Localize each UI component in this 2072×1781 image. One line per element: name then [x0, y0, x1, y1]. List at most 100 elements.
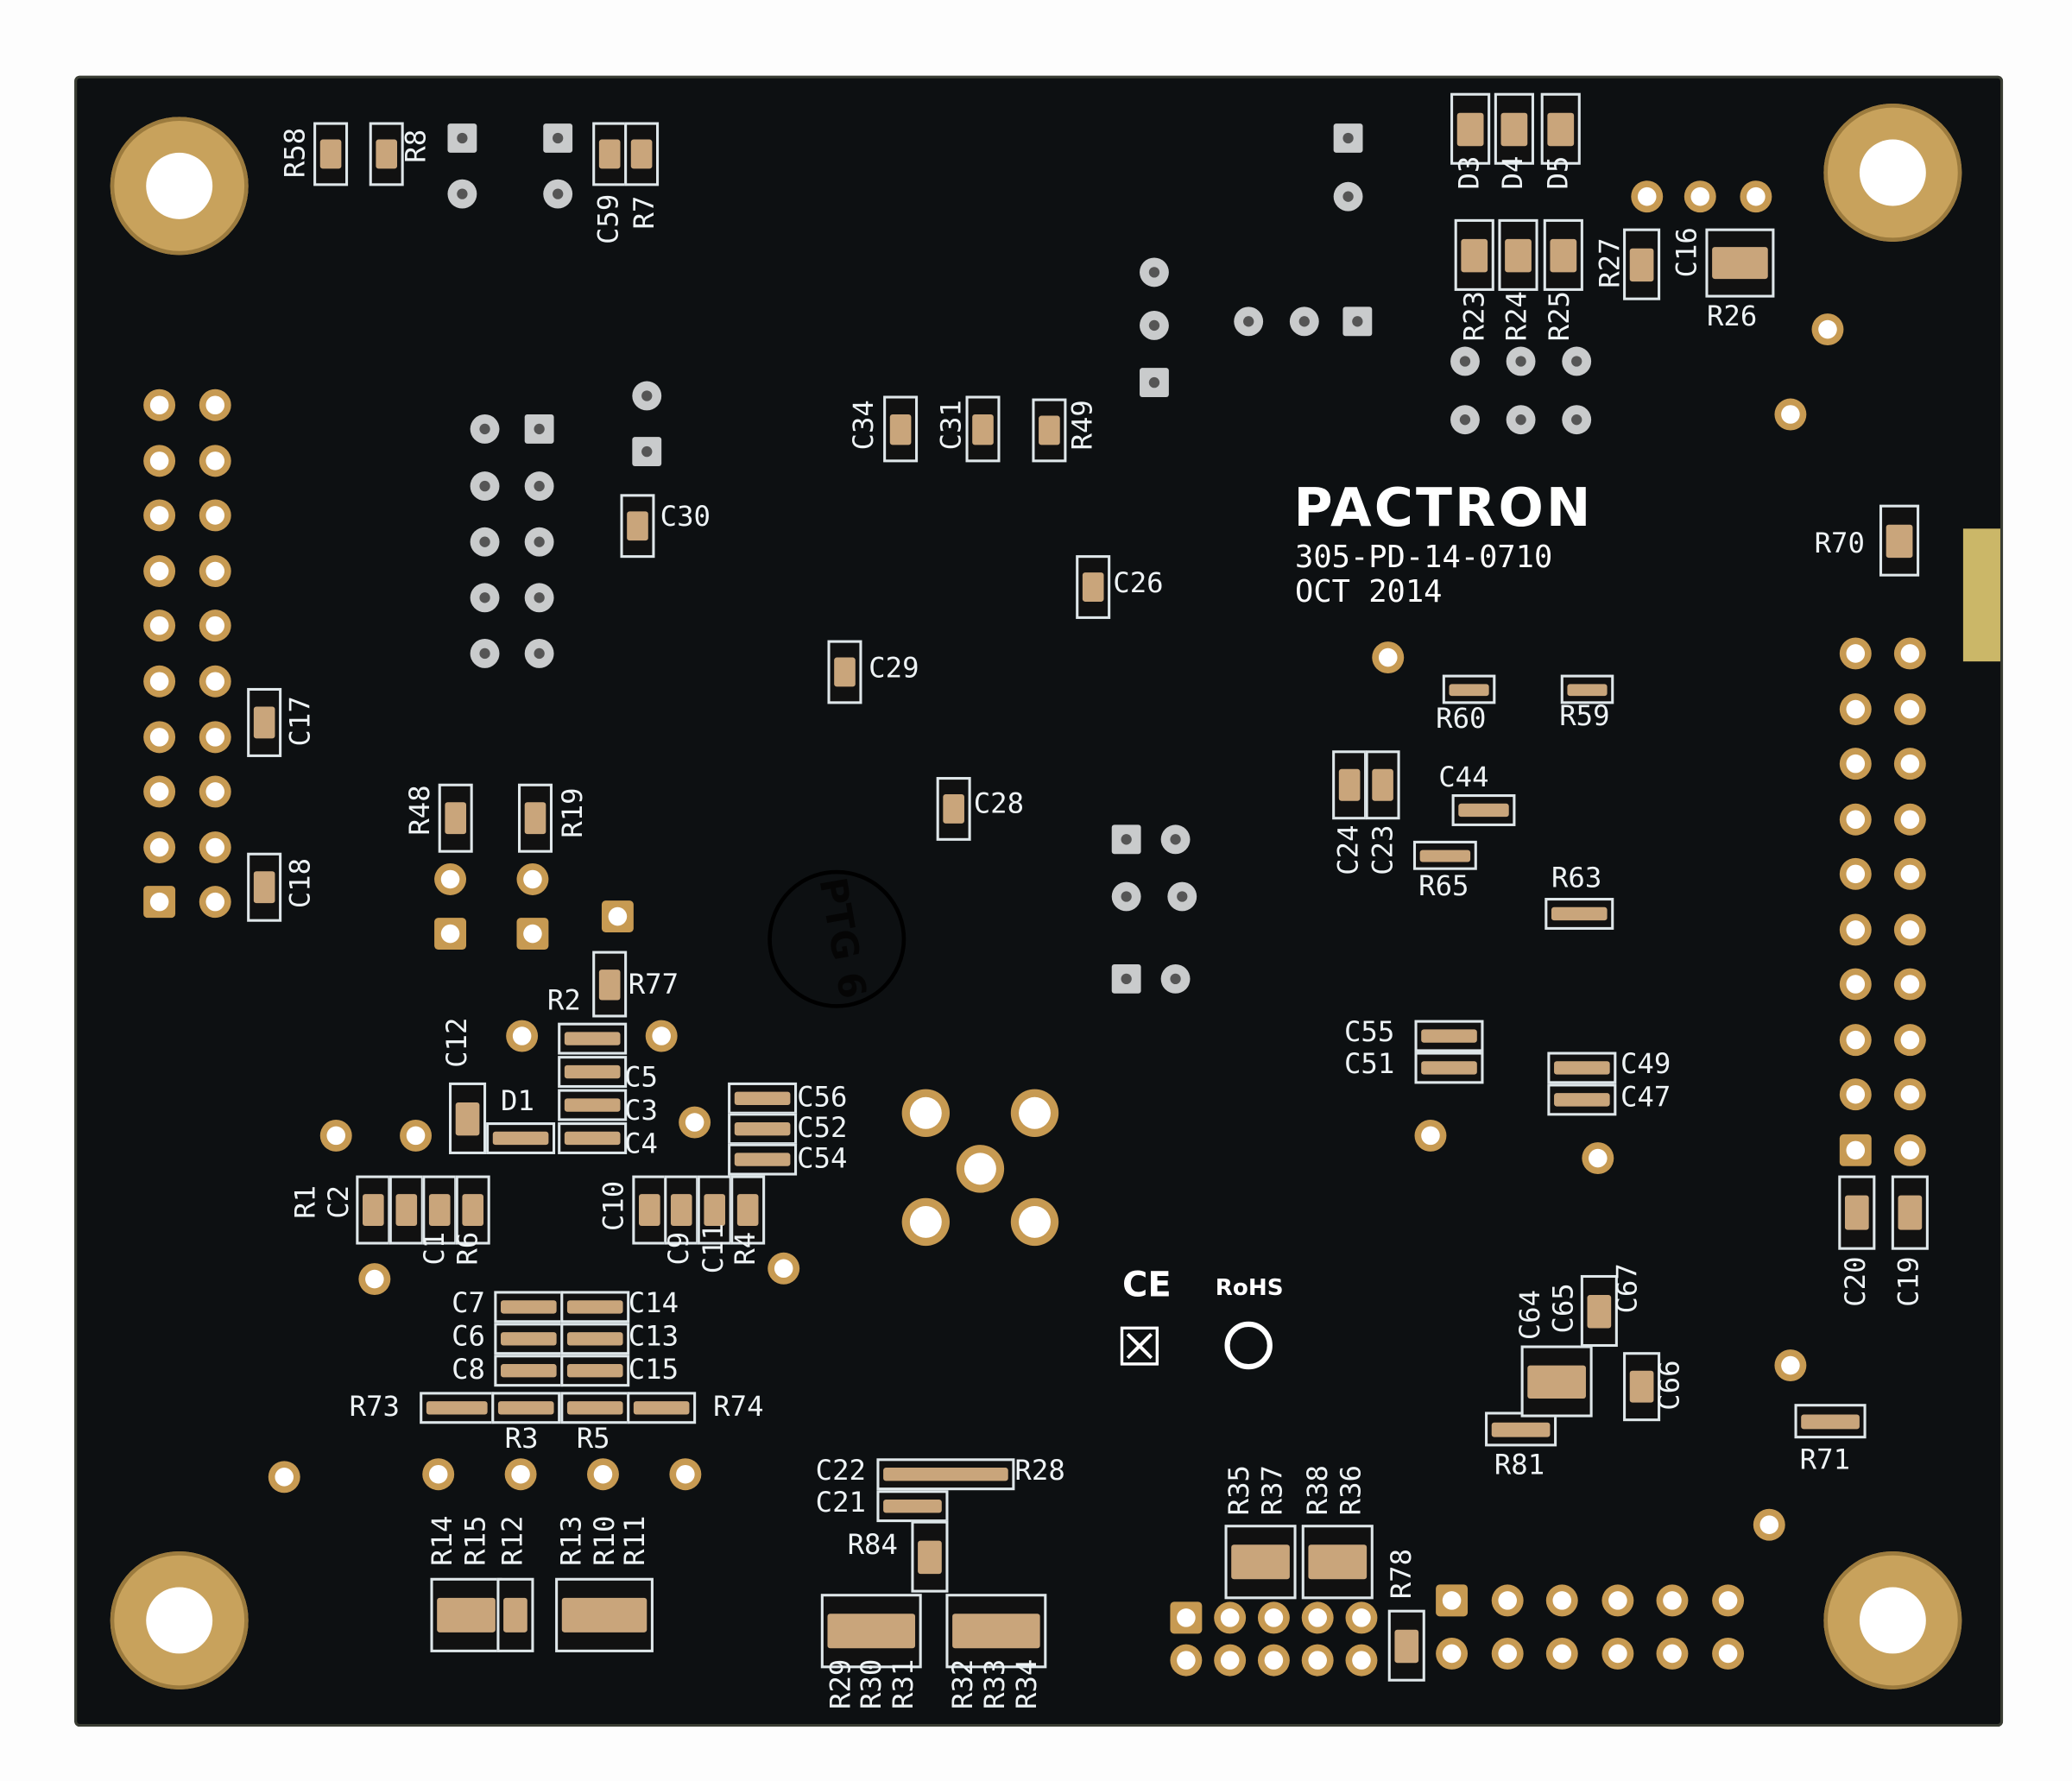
header-pin: [1839, 913, 1872, 945]
test-pad: [1333, 123, 1363, 153]
via-pad: [1753, 1508, 1785, 1541]
header-pin: [143, 886, 176, 919]
test-pad: [1111, 824, 1141, 855]
silkscreen-label: D4: [1496, 155, 1529, 190]
silkscreen-label: R81: [1494, 1449, 1545, 1481]
via-pad: [669, 1458, 702, 1491]
test-pad: [1160, 824, 1191, 855]
header-pin: [1893, 913, 1926, 945]
header-pin: [1839, 1134, 1872, 1166]
test-pad: [543, 179, 573, 209]
via-pad: [504, 1458, 537, 1491]
smd-component: [728, 1143, 798, 1176]
header-pin: [1345, 1644, 1378, 1677]
test-pad: [543, 123, 573, 153]
silkscreen-label: C52: [797, 1111, 848, 1144]
via-pad: [1774, 398, 1807, 431]
smd-component: [1540, 92, 1581, 165]
rohs-icon: [1224, 1321, 1273, 1370]
header-pin: [1301, 1644, 1334, 1677]
smd-component: [491, 1392, 561, 1424]
via-pad: [434, 918, 467, 950]
silkscreen-label: C65: [1547, 1283, 1580, 1334]
silkscreen-label: C47: [1620, 1081, 1671, 1114]
silkscreen-label: R14: [426, 1515, 458, 1566]
smd-component: [496, 1577, 534, 1652]
header-pin: [143, 388, 176, 421]
test-pad: [524, 583, 554, 613]
test-pad: [1289, 306, 1319, 337]
test-pad: [1450, 346, 1480, 376]
smd-component: [1879, 504, 1920, 577]
silkscreen-label: R49: [1066, 400, 1099, 451]
silkscreen-label: R32: [946, 1658, 979, 1710]
silkscreen-label: C18: [284, 857, 317, 909]
header-pin: [1490, 1584, 1523, 1617]
header-pin: [199, 444, 231, 477]
silkscreen-label: C44: [1438, 761, 1489, 793]
header-pin: [199, 609, 231, 642]
silkscreen-label: C29: [869, 652, 919, 685]
smd-component: [620, 494, 655, 559]
smd-component: [247, 852, 282, 922]
silkscreen-label: C55: [1343, 1015, 1395, 1048]
test-pad: [632, 381, 662, 411]
silkscreen-label: R3: [504, 1422, 539, 1455]
silkscreen-label: R7: [628, 195, 660, 230]
test-pad: [1506, 346, 1536, 376]
smd-component: [558, 1089, 628, 1121]
silkscreen-label: R48: [403, 785, 436, 836]
via-pad: [358, 1263, 391, 1296]
silkscreen-label: D5: [1542, 155, 1575, 190]
via-pad: [319, 1119, 352, 1152]
header-pin: [199, 775, 231, 808]
silkscreen-label: R84: [847, 1528, 898, 1561]
silkscreen-label: C3: [624, 1094, 659, 1127]
header-pin: [199, 720, 231, 753]
header-pin: [143, 609, 176, 642]
test-pad: [470, 639, 500, 668]
header-pin: [1839, 637, 1872, 670]
smd-component: [1451, 794, 1516, 826]
silkscreen-label: C20: [1839, 1256, 1872, 1307]
smd-component: [1623, 1352, 1661, 1422]
smd-component: [1494, 92, 1534, 165]
smd-component: [560, 1392, 630, 1424]
thermal-via: [901, 1197, 951, 1247]
smd-component: [827, 640, 862, 704]
silkscreen-label: C54: [797, 1142, 848, 1175]
header-pin: [143, 554, 176, 587]
silkscreen-label: C23: [1367, 824, 1399, 875]
silkscreen-label: R24: [1500, 290, 1533, 342]
header-pin: [1711, 1584, 1744, 1617]
silkscreen-label: R78: [1385, 1548, 1418, 1600]
header-pin: [1436, 1637, 1469, 1670]
gold-edge-pad: [1962, 528, 2000, 662]
via-pad: [422, 1458, 455, 1491]
via-pad: [1372, 641, 1405, 674]
smd-component: [627, 1392, 697, 1424]
smd-component: [555, 1577, 654, 1652]
weee-bin-icon: ☒: [1115, 1317, 1164, 1379]
mounting-hole: [1823, 104, 1962, 243]
smd-component: [1450, 92, 1491, 165]
header-pin: [1893, 1078, 1926, 1111]
smd-component: [728, 1113, 798, 1146]
silkscreen-label: R27: [1594, 237, 1627, 288]
smd-component: [455, 1175, 490, 1245]
smd-component: [883, 395, 919, 463]
via-pad: [587, 1458, 619, 1491]
via-pad: [400, 1119, 433, 1152]
silkscreen-label: R63: [1551, 862, 1602, 894]
silkscreen-label: R71: [1799, 1443, 1851, 1476]
header-pin: [143, 665, 176, 698]
smd-component: [1498, 218, 1538, 291]
silkscreen-label: R70: [1814, 527, 1865, 559]
smd-component: [1623, 228, 1661, 300]
silkscreen-label: R65: [1418, 869, 1469, 902]
silkscreen-label: R37: [1256, 1465, 1289, 1516]
silkscreen-label: C64: [1513, 1289, 1546, 1341]
smd-component: [728, 1082, 798, 1115]
smd-component: [1032, 398, 1067, 463]
silkscreen-label: C16: [1671, 227, 1703, 278]
